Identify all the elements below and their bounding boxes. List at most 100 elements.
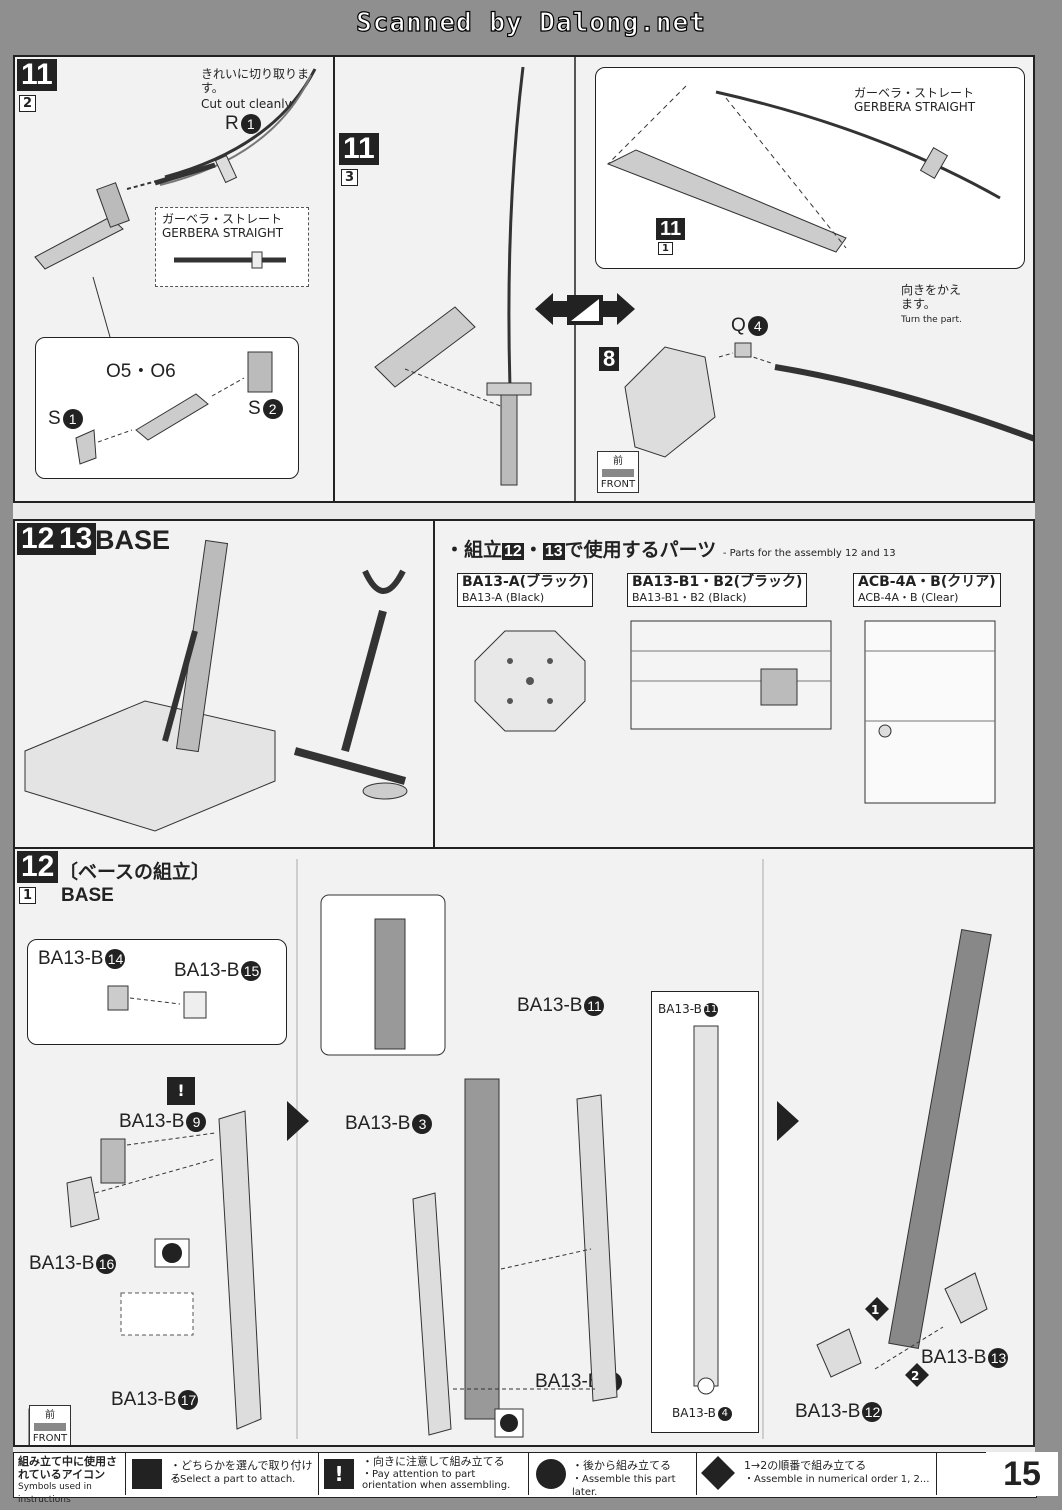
part-number-badge: 14 <box>105 948 126 969</box>
part-number-badge: 12 <box>862 1401 883 1422</box>
turn-note-en: Turn the part. <box>901 315 962 325</box>
sheath-and-sword-illustration <box>606 85 1001 253</box>
orientation-warning-icon: ! <box>167 1077 195 1105</box>
gerbera-straight-reference-box: ガーベラ・ストレート GERBERA STRAIGHT <box>155 207 309 287</box>
legend-text-jp: ・向きに注意して組み立てる <box>362 1455 505 1468</box>
part-code: BA13-B <box>38 948 104 969</box>
select-part-icon <box>132 1459 162 1489</box>
part-number-badge: 11 <box>584 995 605 1016</box>
combined-rail-illustration <box>693 1025 719 1395</box>
legend-item-later: ・後から組み立てる ・Assemble this part later. <box>528 1453 697 1498</box>
column-4-illustration <box>816 929 992 1387</box>
numerical-order-icon <box>701 1456 735 1490</box>
legend-text-en: ・Assemble in numerical order 1, 2... <box>744 1474 930 1485</box>
order-badge-1: 1 <box>871 1303 880 1317</box>
gerbera-label-jp: ガーベラ・ストレート <box>854 86 975 100</box>
gerbera-label-en: GERBERA STRAIGHT <box>162 226 284 240</box>
title-prefix: ・組立 <box>445 539 503 561</box>
part-number-badge: 9 <box>186 1111 207 1132</box>
part-letter: R <box>225 113 239 134</box>
gerbera-label-jp: ガーベラ・ストレート <box>162 212 283 226</box>
runner-name-jp: BA13-B1・B2(ブラック) <box>632 574 803 590</box>
part-code: BA13-B <box>345 1113 411 1134</box>
front-label-jp: 前 <box>45 1410 55 1421</box>
runner-name-jp: ACB-4A・B(クリア) <box>858 574 996 590</box>
gerbera-handle-icon <box>174 251 286 269</box>
orientation-warning-icon: ! <box>324 1459 354 1489</box>
substep-number: 2 <box>19 95 37 112</box>
step-badge-13: 13 <box>542 543 565 560</box>
order-badge-2: 2 <box>911 1369 920 1383</box>
legend-heading-en: Symbols used in instructions <box>18 1482 92 1505</box>
turn-note-jp: 向きをかえます。 <box>901 283 962 311</box>
substep-number: 3 <box>341 169 359 186</box>
katana-assembly-illustration <box>374 57 1033 501</box>
legend-item-select: ・どちらかを選んで取り付ける ・Select a part to attach. <box>126 1453 319 1495</box>
step-number: 12 <box>17 851 59 883</box>
part-code: BA13-B <box>174 960 240 981</box>
step-number: 11 <box>17 59 57 91</box>
part-code: BA13-B <box>921 1347 987 1368</box>
legend-text-jp: 1→2の順番で組み立てる <box>744 1459 867 1472</box>
part-label-o5-o6: O5・O6 <box>106 361 176 382</box>
part-number-badge: 17 <box>178 1389 199 1410</box>
legend-text-en: ・Pay attention to part orientation when … <box>362 1469 511 1491</box>
title-en: - Parts for the assembly <box>722 548 842 559</box>
base-title: BASE <box>95 525 171 555</box>
part-letter: S <box>48 408 61 429</box>
part-number-badge: 3 <box>412 1113 433 1134</box>
column-1-illustration <box>28 1110 262 1445</box>
part-code: BA13-B <box>517 995 583 1016</box>
panel-step-11-3: 11 3 ガーベラ・ストレート GERBERA STRAIGHT <box>333 55 1035 503</box>
ref-step-number: 11 <box>656 218 686 240</box>
base-stand-illustration <box>24 539 408 832</box>
part-number-badge: 4 <box>747 315 768 336</box>
ref-step-8: 8 <box>599 347 620 371</box>
front-label-en: FRONT <box>32 1433 68 1444</box>
front-label-en: FRONT <box>600 479 636 490</box>
legend-text-en: ・Select a part to attach. <box>170 1474 296 1485</box>
substep-number: 1 <box>19 887 37 904</box>
ref-substep-number: 1 <box>658 242 673 255</box>
step-number-12: 12 <box>17 523 59 555</box>
legend-text-jp: ・後から組み立てる <box>572 1459 671 1472</box>
part-code: BA13-B <box>111 1389 177 1410</box>
title-suffix: で使用するパーツ <box>564 539 717 561</box>
cut-note-en: Cut out cleanly. <box>201 97 294 111</box>
legend-text-en: ・Assemble this part later. <box>572 1474 676 1498</box>
part-number-badge: 13 <box>988 1347 1009 1368</box>
connector-parts-illustration <box>107 985 207 1019</box>
katana-blade-illustration <box>34 68 317 338</box>
cut-note-jp: きれいに切り取ります。 <box>201 67 310 95</box>
column-2-illustration <box>320 894 618 1438</box>
runner-label-acb-4a: ACB-4A・B(クリア)ACB-4A・B (Clear) <box>853 573 1001 607</box>
part-code: BA13-B <box>29 1253 95 1274</box>
assemble-later-icon <box>536 1459 566 1489</box>
part-number-badge: 4 <box>717 1406 732 1421</box>
legend-item-order: 1→2の順番で組み立てる ・Assemble in numerical orde… <box>696 1453 937 1495</box>
part-number-badge: 15 <box>241 960 262 981</box>
step-title-en: BASE <box>61 885 114 906</box>
part-number-badge: 2 <box>262 398 283 419</box>
title-en-12: 12 <box>844 548 858 559</box>
column-separators <box>287 859 799 1439</box>
runner-name-jp: BA13-A(ブラック) <box>462 574 589 590</box>
